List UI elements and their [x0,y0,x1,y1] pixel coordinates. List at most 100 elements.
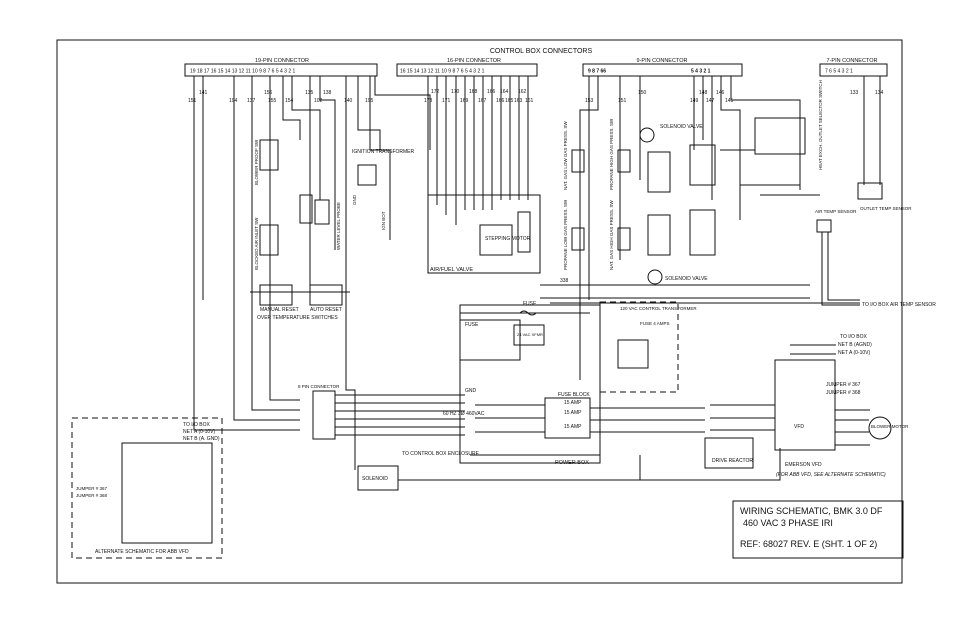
flame-rod [299,194,313,224]
wire-number: 155 [268,98,277,104]
wire-number: 140 [344,98,353,104]
stepping-motor-label: STEPPING MOTOR [485,236,531,242]
connector-19-pins: 19 18 17 16 15 14 13 12 11 10 9 8 7 6 5 … [190,69,295,75]
connector-9-pins-left: 9 8 7 66 [588,69,606,75]
connector-7 [819,63,888,77]
control-transformer [617,339,649,369]
wire-number: 134 [875,90,884,96]
relay-box-2 [689,144,716,186]
power-box-frame [459,304,601,464]
wire-number: 148 [699,90,708,96]
net-a-label: NET A (0-10V) [838,350,870,356]
vfd-box [774,359,836,451]
connector-7-pins: 7 6 5 4 3 2 1 [825,69,853,75]
ign-bot-label: IGN BOT [381,211,386,230]
fuse-top-label: FUSE [523,301,537,307]
pin8-label: 8 PIN CONNECTOR [298,384,340,389]
water-level-probe [314,199,330,225]
ignition-label: IGNITION TRANSFORMER [352,149,415,155]
connector-16 [396,63,538,77]
wire-number: 164 [500,89,509,95]
wire-number: 151 [188,98,197,104]
air-fuel-valve-box [427,194,541,274]
wire-number: 170 [451,89,460,95]
wire-number: 138 [323,90,332,96]
connector-9-pins-right: 5 4 3 2 1 [691,69,711,75]
manual-reset-label: MANUAL RESET [260,307,299,313]
abb-note: (FOR ABB VFD, SEE ALTERNATE SCHEMATIC) [776,472,886,478]
alt-j367: JUMPER # 367 [76,486,108,491]
jumper367-label: JUMPER # 367 [826,382,861,388]
wire-number: 156 [264,90,273,96]
wire-number: 150 [638,90,647,96]
over-temp-label: OVER TEMPERATURE SWITCHES [257,315,338,321]
gnd2-label: GND [465,388,477,394]
wire-number: 163 [514,98,523,104]
fuse-block-label: FUSE BLOCK [558,392,590,398]
ctrl-xfmr-label: 120 VAC CONTROL TRANSFORMER [620,306,697,311]
blower-motor-label: BLOWER MOTOR [871,424,909,429]
connector-19 [184,63,378,77]
wire-number: 145 [725,98,734,104]
outlet-temp-sensor [857,182,883,200]
emerson-label: EMERSON VFD [785,462,822,468]
solenoid-valve-bottom-label: SOLENOID VALVE [665,276,708,282]
wires-9pin [579,76,881,380]
amp15c: 15 AMP [564,424,582,430]
vfd-label: VFD [794,424,804,430]
to-ctrl-label: TO CONTROL BOX ENCLOSURE [402,451,480,457]
wire-number: 102 [314,98,323,104]
propane-high-switch [617,149,631,173]
potentiometer [517,211,531,253]
solenoid-box [357,465,399,491]
wire-number: 161 [525,98,534,104]
air-fuel-valve-label: AIR/FUEL VALVE [430,267,473,273]
fuse-top [460,310,590,316]
wire-numbers-16: 173 171 169 167 166 165 163 161 172 170 … [424,89,534,104]
wire-number: 195 [365,98,374,104]
volts-label: 60 HZ 3Ø 460VAC [443,411,485,417]
heat-exch-selector-switch [754,117,806,155]
connector-8pin [312,390,336,440]
wire-number: 168 [469,89,478,95]
net-b-label: NET B (AGND) [838,342,872,348]
control-transformer-box [599,301,679,393]
wire-number: 154 [285,98,294,104]
wire-number: 147 [706,98,715,104]
solenoid-valve-bottom [647,269,663,285]
wire-number: 133 [850,90,859,96]
solenoid-valve-top-label: SOLENOID VALVE [660,124,703,130]
wire-number: 166 [496,98,505,104]
header-title: CONTROL BOX CONNECTORS [490,48,593,55]
wire-number: 141 [199,90,208,96]
jumper368-label: JUMPER # 368 [826,390,861,396]
alt-j368: JUMPER # 368 [76,493,108,498]
wire-number: 171 [442,98,451,104]
to-io-air-label: TO I/O BOX AIR TEMP SENSOR [862,302,936,308]
title-line2: 460 VAC 3 PHASE IRI [743,518,833,528]
auto-reset-switch [309,284,343,306]
wire-407: 338 [560,278,569,284]
blower-motor [868,416,892,440]
relay-box-4 [689,209,716,256]
abb-vfd [121,442,213,544]
xfmr-label: 24 VAC XFMR [517,332,543,337]
manual-reset-switch [259,284,293,306]
wire-number: 162 [518,89,527,95]
blocked-inlet-label: BLOCKED AIR INLET SW [254,217,259,270]
wire-numbers-19: 151 141 194 137 156 155 154 135 102 138 … [188,90,374,104]
xfmr-24vac [513,324,545,346]
fuse-mid-label: FUSE [465,322,479,328]
wire-number: 166 [487,89,496,95]
blower-proof-label: BLOWER PROOF SW [254,139,259,185]
wire-number: 165 [505,98,514,104]
blocked-inlet-switch [259,224,279,256]
wire-numbers-9: 153 151 150 149 147 145 148 146 133 134 [585,90,884,104]
alt-to-io: TO I/O BOX [183,422,211,428]
drive-reactor-label: DRIVE REACTOR [712,458,753,464]
water-level-label: WATER LEVEL PROBE [336,202,341,250]
wire-number: 137 [247,98,256,104]
title-block [732,500,904,559]
nat-gas-high-label: NAT. GAS HIGH GAS PRESS. SW [609,200,614,270]
